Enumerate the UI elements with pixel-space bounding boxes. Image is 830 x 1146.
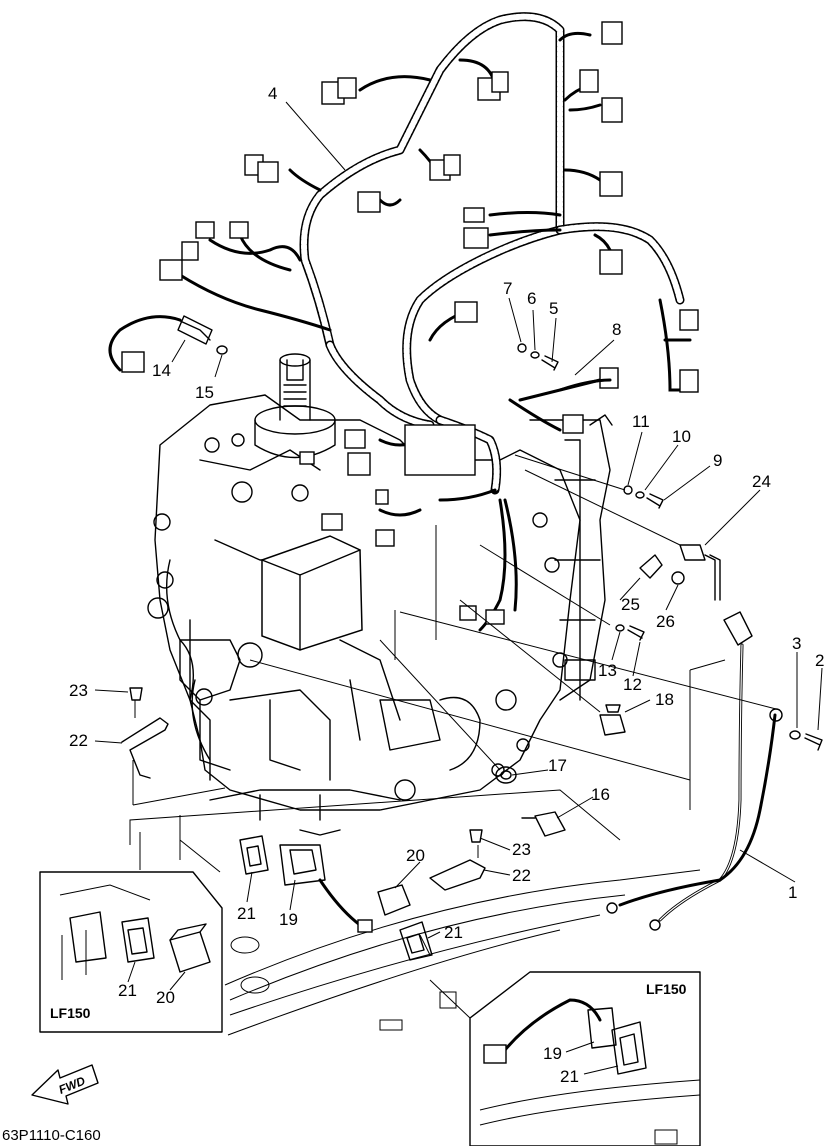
inset-left-callout-20: 20 (156, 988, 175, 1007)
callout-7: 7 (503, 279, 512, 298)
bottom-cowling-outline (129, 789, 701, 1036)
callout-19: 19 (279, 910, 298, 929)
callout-11: 11 (632, 412, 650, 431)
callout-17: 17 (548, 756, 567, 775)
callout-2: 2 (815, 651, 824, 670)
callout-14: 14 (152, 361, 171, 380)
callout-5: 5 (549, 299, 558, 318)
callout-21-left: 21 (237, 904, 256, 923)
inset-left-title: LF150 (50, 1005, 91, 1021)
inset-left-callout-21: 21 (118, 981, 137, 1000)
fwd-arrow: FWD (31, 1064, 99, 1105)
callout-24: 24 (752, 472, 771, 491)
inset-right-title: LF150 (646, 981, 687, 997)
callout-1: 1 (788, 883, 797, 902)
callout-23-mid: 23 (512, 840, 531, 859)
callout-10: 10 (672, 427, 691, 446)
callout-18: 18 (655, 690, 674, 709)
inset-right-callout-19: 19 (543, 1044, 562, 1063)
callout-20: 20 (406, 846, 425, 865)
callout-4: 4 (268, 84, 277, 103)
callout-22-mid: 22 (512, 866, 531, 885)
callout-26: 26 (656, 612, 675, 631)
inset-right-callout-21: 21 (560, 1067, 579, 1086)
callout-21-mid: 21 (444, 923, 463, 942)
callout-13: 13 (598, 661, 617, 680)
engine-block (147, 353, 613, 836)
callout-12: 12 (623, 675, 642, 694)
callout-16: 16 (591, 785, 610, 804)
callout-8: 8 (612, 320, 621, 339)
callout-15: 15 (195, 383, 214, 402)
diagram-code: 63P1110-C160 (2, 1127, 101, 1144)
callout-numbers: 4 7 6 5 8 14 15 11 10 9 24 25 26 13 12 1… (69, 84, 824, 942)
leader-lines (94, 101, 823, 956)
callout-3: 3 (792, 634, 801, 653)
small-parts (121, 315, 823, 961)
harness-connectors (121, 21, 699, 625)
main-wire-harness (108, 12, 692, 632)
callout-23-left: 23 (69, 681, 88, 700)
inset-lf150-left: LF150 21 20 (39, 839, 223, 1033)
callout-6: 6 (527, 289, 536, 308)
callout-22-left: 22 (69, 731, 88, 750)
inset-lf150-right: LF150 19 21 (429, 971, 701, 1146)
callout-9: 9 (713, 451, 722, 470)
callout-25: 25 (621, 595, 640, 614)
